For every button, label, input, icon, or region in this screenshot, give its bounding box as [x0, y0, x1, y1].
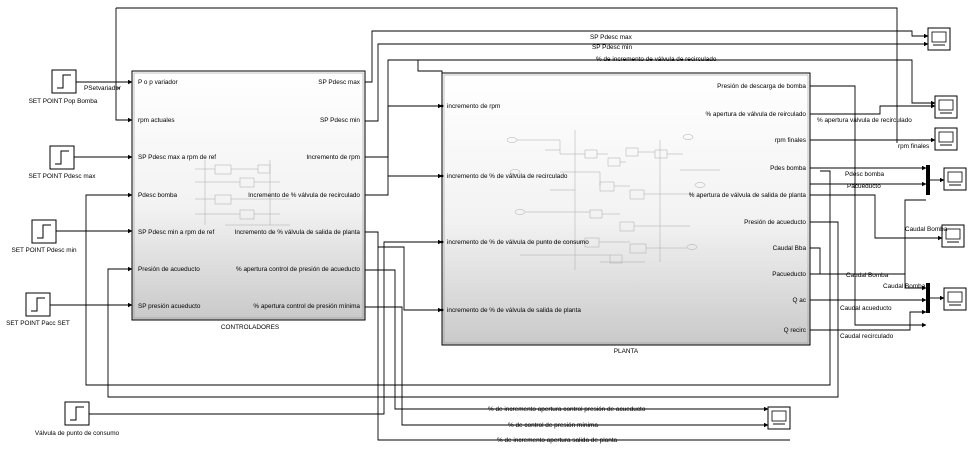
ctrl-out-6: % apertura control de presión mínima — [253, 303, 360, 310]
planta-block[interactable] — [441, 72, 811, 346]
signal-sp-min: SP Pdesc min — [592, 44, 633, 51]
planta-out-0: Presión de descarga de bomba — [717, 83, 806, 90]
ctrl-in-2: SP Pdesc max a rpm de ref — [138, 154, 217, 161]
scope-sp-pdesc[interactable] — [927, 27, 951, 51]
planta-out-4: % apertura de válvula de salida de plant… — [688, 192, 806, 199]
planta-out-1: % apertura de válvula de reirculado — [705, 111, 806, 118]
signal-control-presion-minima: % de control de presión mínima — [508, 422, 598, 429]
signal-sp-max: SP Pdesc max — [590, 34, 632, 41]
mux-presion[interactable] — [926, 165, 930, 195]
planta-title: PLANTA — [613, 348, 639, 355]
ctrl-in-1: rpm actuales — [138, 117, 175, 124]
ctrl-in-3: Pdesc bomba — [138, 192, 178, 199]
signal-inc-recirc: % de incremento de válvula de recirculad… — [596, 56, 717, 63]
planta-in-3: incremento de % de válvula de salida de … — [447, 307, 581, 314]
ctrl-out-2: Incremento de rpm — [306, 154, 360, 161]
controladores-title: CONTROLADORES — [220, 324, 280, 331]
source-label-pdesc-max: SET POINT Pdesc max — [28, 173, 96, 180]
source-label-valvula: Válvula de punto de consumo — [34, 430, 120, 437]
scope-recirculado[interactable] — [934, 95, 958, 119]
source-step-pdesc-min[interactable] — [31, 219, 57, 244]
ctrl-out-0: SP Pdesc max — [318, 79, 360, 86]
source-label-pop-bomba: SET POINT Pop Bomba — [28, 98, 98, 105]
signal-caudal-acueducto: Caudal acueducto — [840, 305, 892, 312]
signal-caudal-recirculado: Caudal recirculado — [840, 333, 894, 340]
port-markers — [440, 104, 444, 312]
source-label-pdesc-min: SET POINT Pdesc min — [11, 247, 77, 254]
source-step-blocks — [25, 69, 90, 426]
scope-caudal-mux[interactable] — [943, 287, 967, 311]
signal-inc-apertura-acueducto: % de incremento apertura control presión… — [488, 406, 646, 413]
planta-out-6: Caudal Bba — [772, 245, 806, 252]
scope-rpm-finales[interactable] — [934, 127, 958, 151]
signal-caudal-bomba-3: Caudal Bomba — [883, 283, 926, 290]
ctrl-out-1: SP Pdesc min — [319, 117, 360, 124]
planta-out-7: Pacueducto — [772, 271, 806, 278]
ctrl-out-3: Incremento de % válvula de recirculado — [248, 192, 360, 199]
controladores-internal-sketch — [195, 160, 290, 226]
ctrl-in-6: SP presión acueducto — [138, 303, 201, 310]
planta-in-1: incremento de % de válvula de recirculad… — [447, 173, 568, 180]
ctrl-in-5: Presión de acueducto — [138, 266, 200, 273]
signal-caudal-bomba-2: Caudal Bomba — [846, 272, 889, 279]
planta-internal-sketch — [506, 130, 720, 270]
signal-caudal-bomba-1: Caudal Bomba — [905, 226, 948, 233]
source-label-pacc-set: SET POINT Pacc SET — [6, 320, 70, 327]
mux-caudal[interactable] — [926, 283, 930, 313]
signal-apertura-recirc: % apertura válvula de recirculado — [817, 117, 912, 124]
signal-pacueducto: Pacueducto — [847, 183, 881, 190]
scope-presion-mux[interactable] — [943, 167, 967, 191]
planta-out-8: Q ac — [792, 297, 807, 304]
signal-pdesc-bomba: Pdesc bomba — [845, 171, 885, 178]
source-step-valvula[interactable] — [64, 401, 90, 426]
signal-lines — [50, 7, 945, 441]
planta-out-5: Presión de acueducto — [744, 219, 806, 226]
source-step-pop-bomba[interactable] — [51, 69, 77, 94]
planta-out-3: Pdes bomba — [770, 165, 806, 172]
planta-in-2: incremento de % de válvula de punto de c… — [447, 239, 589, 246]
signal-psetvariador: PSetvariador — [84, 85, 121, 92]
planta-out-9: Q recirc — [783, 327, 806, 334]
scope-valvulas[interactable] — [767, 406, 791, 430]
planta-out-2: rpm finales — [774, 137, 806, 144]
source-step-pdesc-max[interactable] — [49, 145, 75, 170]
planta-in-0: incremento de rpm — [447, 103, 501, 110]
source-step-pacc-set[interactable] — [25, 292, 51, 317]
ctrl-in-0: P o p variador — [138, 79, 178, 86]
controladores-block[interactable] — [131, 70, 366, 321]
ctrl-out-5: % apertura control de presión de acueduc… — [236, 266, 360, 273]
signal-rpm-finales: rpm finales — [898, 143, 930, 150]
ctrl-in-4: SP Pdesc min a rpm de ref — [138, 229, 215, 236]
signal-inc-apertura-salida: % de incremento apertura salida de plant… — [497, 437, 618, 444]
ctrl-out-4: Incremento de % válvula de salida de pla… — [234, 229, 360, 236]
